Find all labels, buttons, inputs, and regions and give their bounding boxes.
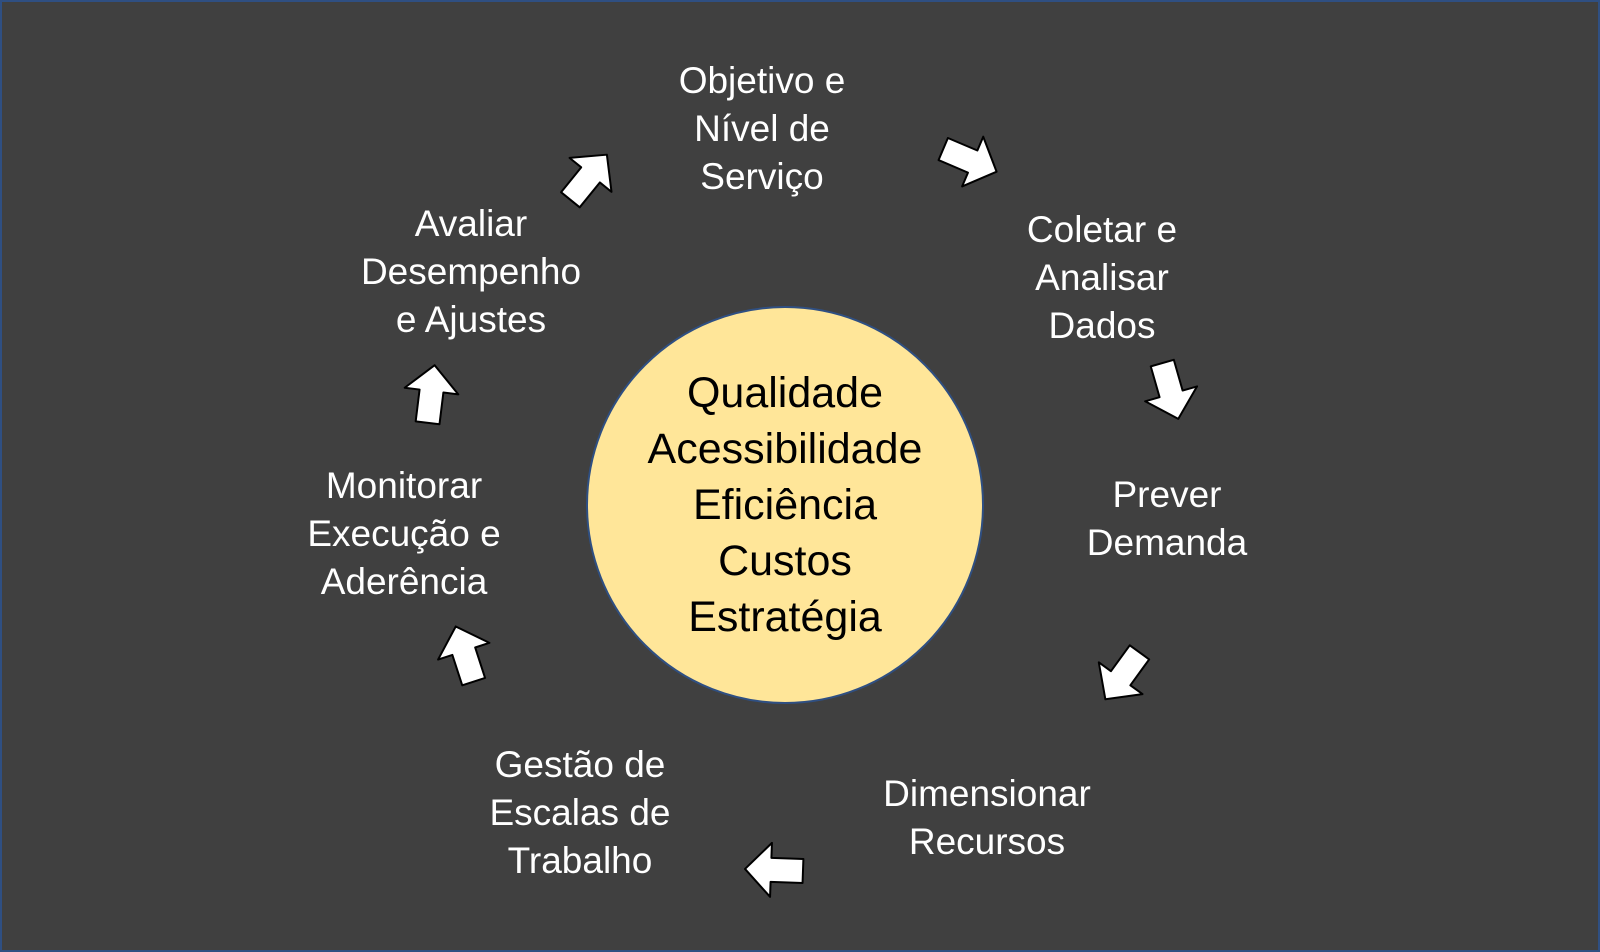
step-monitorar-execucao-aderencia: Monitorar Execução e Aderência xyxy=(307,465,501,602)
hub-circle xyxy=(586,306,984,704)
step-coletar-analisar-dados: Coletar e Analisar Dados xyxy=(1026,209,1178,346)
step-gestao-escalas-trabalho: Gestão de Escalas de Trabalho xyxy=(489,744,671,881)
avaliar-to-objetivo-arrow-icon xyxy=(560,153,613,209)
step-prever-demanda: Prever Demanda xyxy=(1086,474,1248,563)
gestao-to-monitorar-arrow-icon xyxy=(437,625,491,687)
coletar-to-prever-arrow-icon xyxy=(1144,358,1199,420)
step-objetivo-nivel-servico: Objetivo e Nível de Serviço xyxy=(678,60,846,197)
prever-to-dimensionar-arrow-icon xyxy=(1097,644,1151,701)
arrows-layer xyxy=(403,135,1199,898)
objetivo-to-coletar-arrow-icon xyxy=(937,135,998,188)
hub-text: Qualidade Acessibilidade Eficiência Cust… xyxy=(647,369,923,641)
monitorar-to-avaliar-arrow-icon xyxy=(403,364,460,426)
step-avaliar-desempenho-ajustes: Avaliar Desempenho e Ajustes xyxy=(360,203,582,340)
step-dimensionar-recursos: Dimensionar Recursos xyxy=(883,773,1091,862)
dimensionar-to-gestao-arrow-icon xyxy=(744,841,805,898)
